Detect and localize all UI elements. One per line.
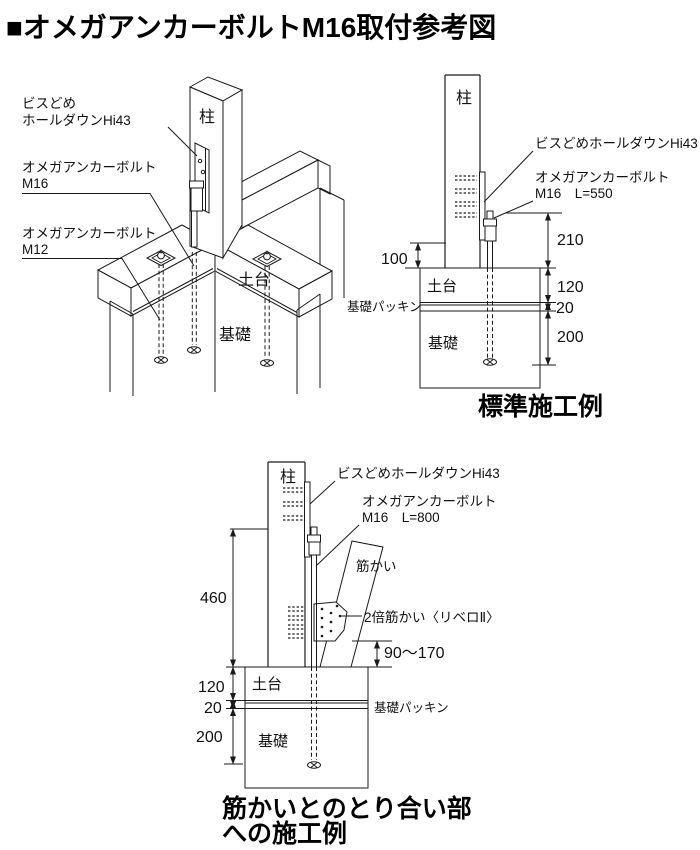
iso-m16-label-line2: M16 bbox=[22, 176, 48, 191]
std-holddown-leader bbox=[483, 150, 534, 203]
std-foundation-label: 基礎 bbox=[428, 335, 458, 352]
std-sill-label: 土台 bbox=[427, 278, 457, 295]
std-caption: 標準施工例 bbox=[478, 392, 603, 421]
brc-sill-label: 土台 bbox=[252, 676, 282, 693]
brc-dim-460: 460 bbox=[200, 590, 227, 607]
iso-holddown-leader bbox=[167, 126, 198, 157]
brc-packing-lines bbox=[245, 700, 368, 709]
iso-holddown-label-line2: ホールダウンHi43 bbox=[22, 113, 131, 128]
brc-libero-label: 2倍筋かい〈リベロⅡ〉 bbox=[364, 609, 500, 625]
brc-anchor-label-line1: オメガアンカーボルト bbox=[362, 494, 496, 509]
std-packing-label: 基礎パッキン bbox=[347, 300, 422, 314]
std-dim-200: 200 bbox=[557, 329, 584, 346]
page-title: ■オメガアンカーボルトM16取付参考図 bbox=[6, 12, 497, 43]
brc-dim-20: 20 bbox=[204, 700, 222, 717]
std-anchor-bolt-hidden bbox=[487, 268, 493, 358]
iso-anchor-bolts bbox=[154, 252, 274, 367]
std-dimension-100: 100 bbox=[381, 242, 446, 269]
brace-installation-diagram: 460 120 20 200 90〜170 柱 ビスどめホールダウンHi43 bbox=[196, 461, 500, 848]
brc-foundation-label: 基礎 bbox=[258, 733, 288, 750]
brc-anchor-leader bbox=[315, 524, 360, 567]
brc-anchor-label-line2: M16 L=800 bbox=[362, 510, 440, 525]
std-dimensions-right: 210 120 20 200 bbox=[505, 212, 584, 366]
brc-dimension-460: 460 bbox=[200, 528, 268, 668]
std-dim-100: 100 bbox=[381, 251, 408, 268]
brc-holddown-leader bbox=[309, 480, 336, 505]
std-anchor-label-line1: オメガアンカーボルト bbox=[535, 170, 669, 185]
brc-anchor-tip bbox=[307, 761, 321, 769]
std-pillar-label: 柱 bbox=[456, 89, 472, 107]
iso-m16-label-line1: オメガアンカーボルト bbox=[22, 160, 156, 175]
sill-chamfer-lines bbox=[132, 268, 298, 313]
brc-anchor-bolt-hidden bbox=[311, 667, 317, 760]
iso-holddown-label-line1: ビスどめ bbox=[22, 96, 76, 111]
brc-pillar-label: 柱 bbox=[280, 468, 296, 486]
brc-holddown-hardware bbox=[307, 526, 321, 667]
brc-dim-90-170: 90〜170 bbox=[384, 645, 445, 662]
std-screw-rows bbox=[455, 175, 477, 218]
rear-sill-end-face bbox=[317, 159, 331, 195]
brc-dim-120: 120 bbox=[198, 679, 225, 696]
right-sill-end-face bbox=[298, 270, 333, 318]
brc-screw-rows-lower bbox=[288, 606, 304, 639]
brc-sill-foundation-box bbox=[244, 666, 369, 789]
left-sill-end-face bbox=[97, 269, 132, 317]
foundation-walls bbox=[109, 272, 321, 396]
std-anchor-tip bbox=[483, 358, 497, 366]
brc-caption-line2: への施工例 bbox=[222, 820, 347, 848]
std-dim-210: 210 bbox=[557, 232, 584, 249]
iso-column bbox=[188, 76, 244, 260]
brc-dim-200: 200 bbox=[196, 729, 223, 746]
brc-holddown-plate bbox=[304, 481, 311, 558]
isometric-corner-diagram: ビスどめ ホールダウンHi43 オメガアンカーボルト M16 オメガアンカーボル… bbox=[22, 76, 345, 396]
std-packing-lines bbox=[420, 302, 540, 312]
iso-foundation-label: 基礎 bbox=[219, 326, 251, 344]
iso-m12-label-line2: M12 bbox=[22, 242, 48, 257]
brc-dimension-90-170: 90〜170 bbox=[352, 640, 445, 668]
std-anchor-leader bbox=[493, 200, 534, 219]
iso-m12-label-line1: オメガアンカーボルト bbox=[22, 226, 156, 241]
iso-m16-leader bbox=[22, 193, 195, 267]
std-sill-foundation-box bbox=[419, 267, 541, 389]
std-dim-20: 20 bbox=[556, 300, 574, 317]
brc-brace-label: 筋かい bbox=[356, 558, 397, 574]
brc-column bbox=[267, 461, 306, 667]
iso-pillar-label: 柱 bbox=[199, 108, 215, 126]
brc-dimensions-left: 120 20 200 bbox=[196, 666, 245, 765]
brc-screw-rows-upper bbox=[283, 487, 303, 521]
std-holddown-label: ビスどめホールダウンHi43 bbox=[535, 136, 698, 151]
std-dim-120: 120 bbox=[557, 279, 584, 296]
brc-holddown-label: ビスどめホールダウンHi43 bbox=[337, 466, 500, 481]
brc-caption-line1: 筋かいとのとり合い部 bbox=[222, 794, 472, 823]
standard-installation-diagram: 210 120 20 200 100 柱 ビスどめホールダウンHi43 オメガア… bbox=[347, 74, 698, 421]
std-holddown-hardware bbox=[479, 171, 497, 268]
brc-bracket-rivets bbox=[320, 604, 342, 638]
std-anchor-label-line2: M16 L=550 bbox=[535, 186, 613, 201]
iso-m12-leader bbox=[22, 258, 161, 321]
iso-holddown-hardware bbox=[189, 142, 210, 248]
iso-sill-label: 土台 bbox=[238, 271, 270, 289]
brc-packing-label: 基礎パッキン bbox=[374, 701, 449, 715]
